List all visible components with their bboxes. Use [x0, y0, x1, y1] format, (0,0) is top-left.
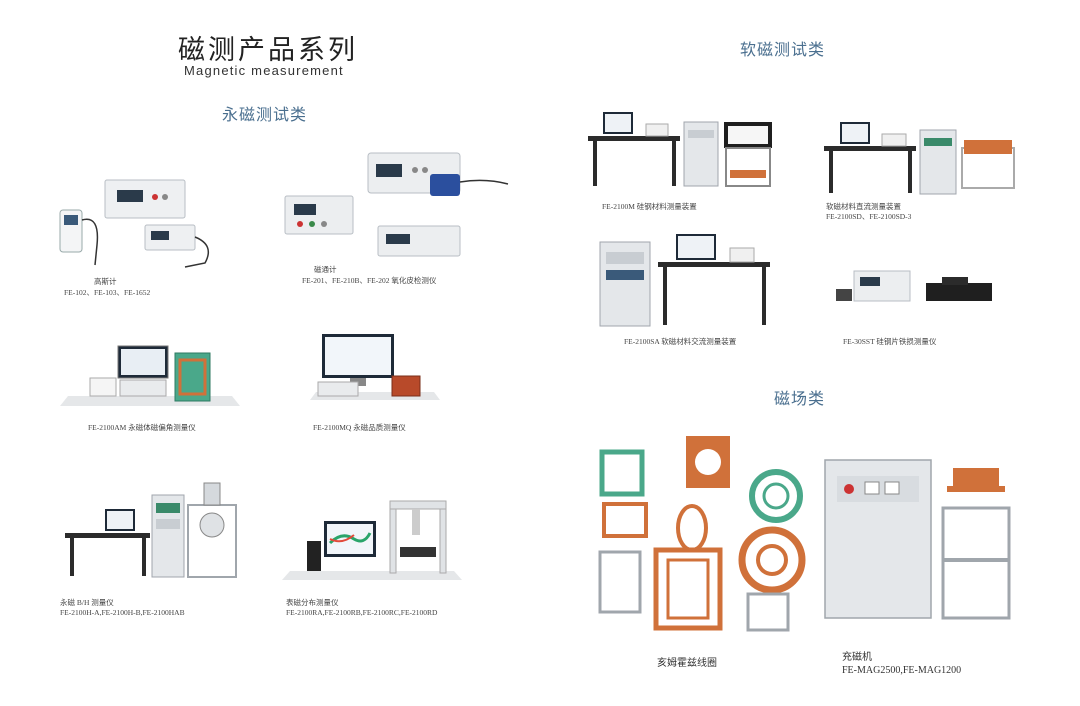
gaussmeter-models: FE-102、FE-103、FE-1652: [64, 288, 151, 297]
surface-tester-name: 表磁分布测量仪: [286, 598, 339, 607]
bh-tester-image: [60, 475, 245, 585]
fe2100mq-image: [310, 332, 440, 407]
soft-dc-name: 软磁材料直流测量装置: [826, 202, 901, 211]
gaussmeter-image: [55, 175, 235, 275]
fe2100m-name: FE-2100M 硅钢材料测量装置: [602, 202, 697, 211]
page-title: 磁测产品系列: [178, 35, 358, 66]
soft-dc-models: FE-2100SD、FE-2100SD-3: [826, 212, 912, 221]
fe2100m-image: [588, 110, 778, 190]
surface-tester-models: FE-2100RA,FE-2100RB,FE-2100RC,FE-2100RD: [286, 608, 438, 617]
bh-tester-models: FE-2100H-A,FE-2100H-B,FE-2100HAB: [60, 608, 185, 617]
fe2100sa-name: FE-2100SA 软磁材料交流测量装置: [624, 337, 737, 346]
magnetizer-models: FE-MAG2500,FE-MAG1200: [842, 665, 962, 676]
section-field: 磁场类: [774, 389, 826, 408]
helmholtz-image: [596, 432, 811, 640]
section-permanent: 永磁测试类: [222, 105, 308, 124]
page-subtitle: Magnetic measurement: [184, 63, 344, 78]
fe2100sa-image: [598, 232, 778, 327]
fe2100mq-name: FE-2100MQ 永磁品质测量仪: [313, 423, 406, 432]
magnetizer-image: [823, 458, 1023, 638]
fluxmeter-image: [280, 148, 515, 263]
magnetizer-name: 充磁机: [842, 652, 872, 663]
fe30sst-name: FE-30SST 硅钢片铁损测量仪: [843, 337, 937, 346]
section-soft: 软磁测试类: [740, 40, 826, 59]
gaussmeter-name: 高斯计: [94, 277, 117, 286]
bh-tester-name: 永磁 B/H 测量仪: [60, 598, 114, 607]
fe2100am-image: [60, 338, 240, 413]
fe30sst-image: [832, 265, 1002, 310]
fe2100am-name: FE-2100AM 永磁体磁偏角测量仪: [88, 423, 196, 432]
helmholtz-name: 亥姆霍兹线圈: [657, 658, 717, 669]
fluxmeter-name: 磁通计: [314, 265, 337, 274]
surface-tester-image: [282, 495, 467, 585]
fluxmeter-models: FE-201、FE-210B、FE-202 氧化皮检测仪: [302, 276, 437, 285]
soft-dc-image: [822, 118, 1022, 198]
